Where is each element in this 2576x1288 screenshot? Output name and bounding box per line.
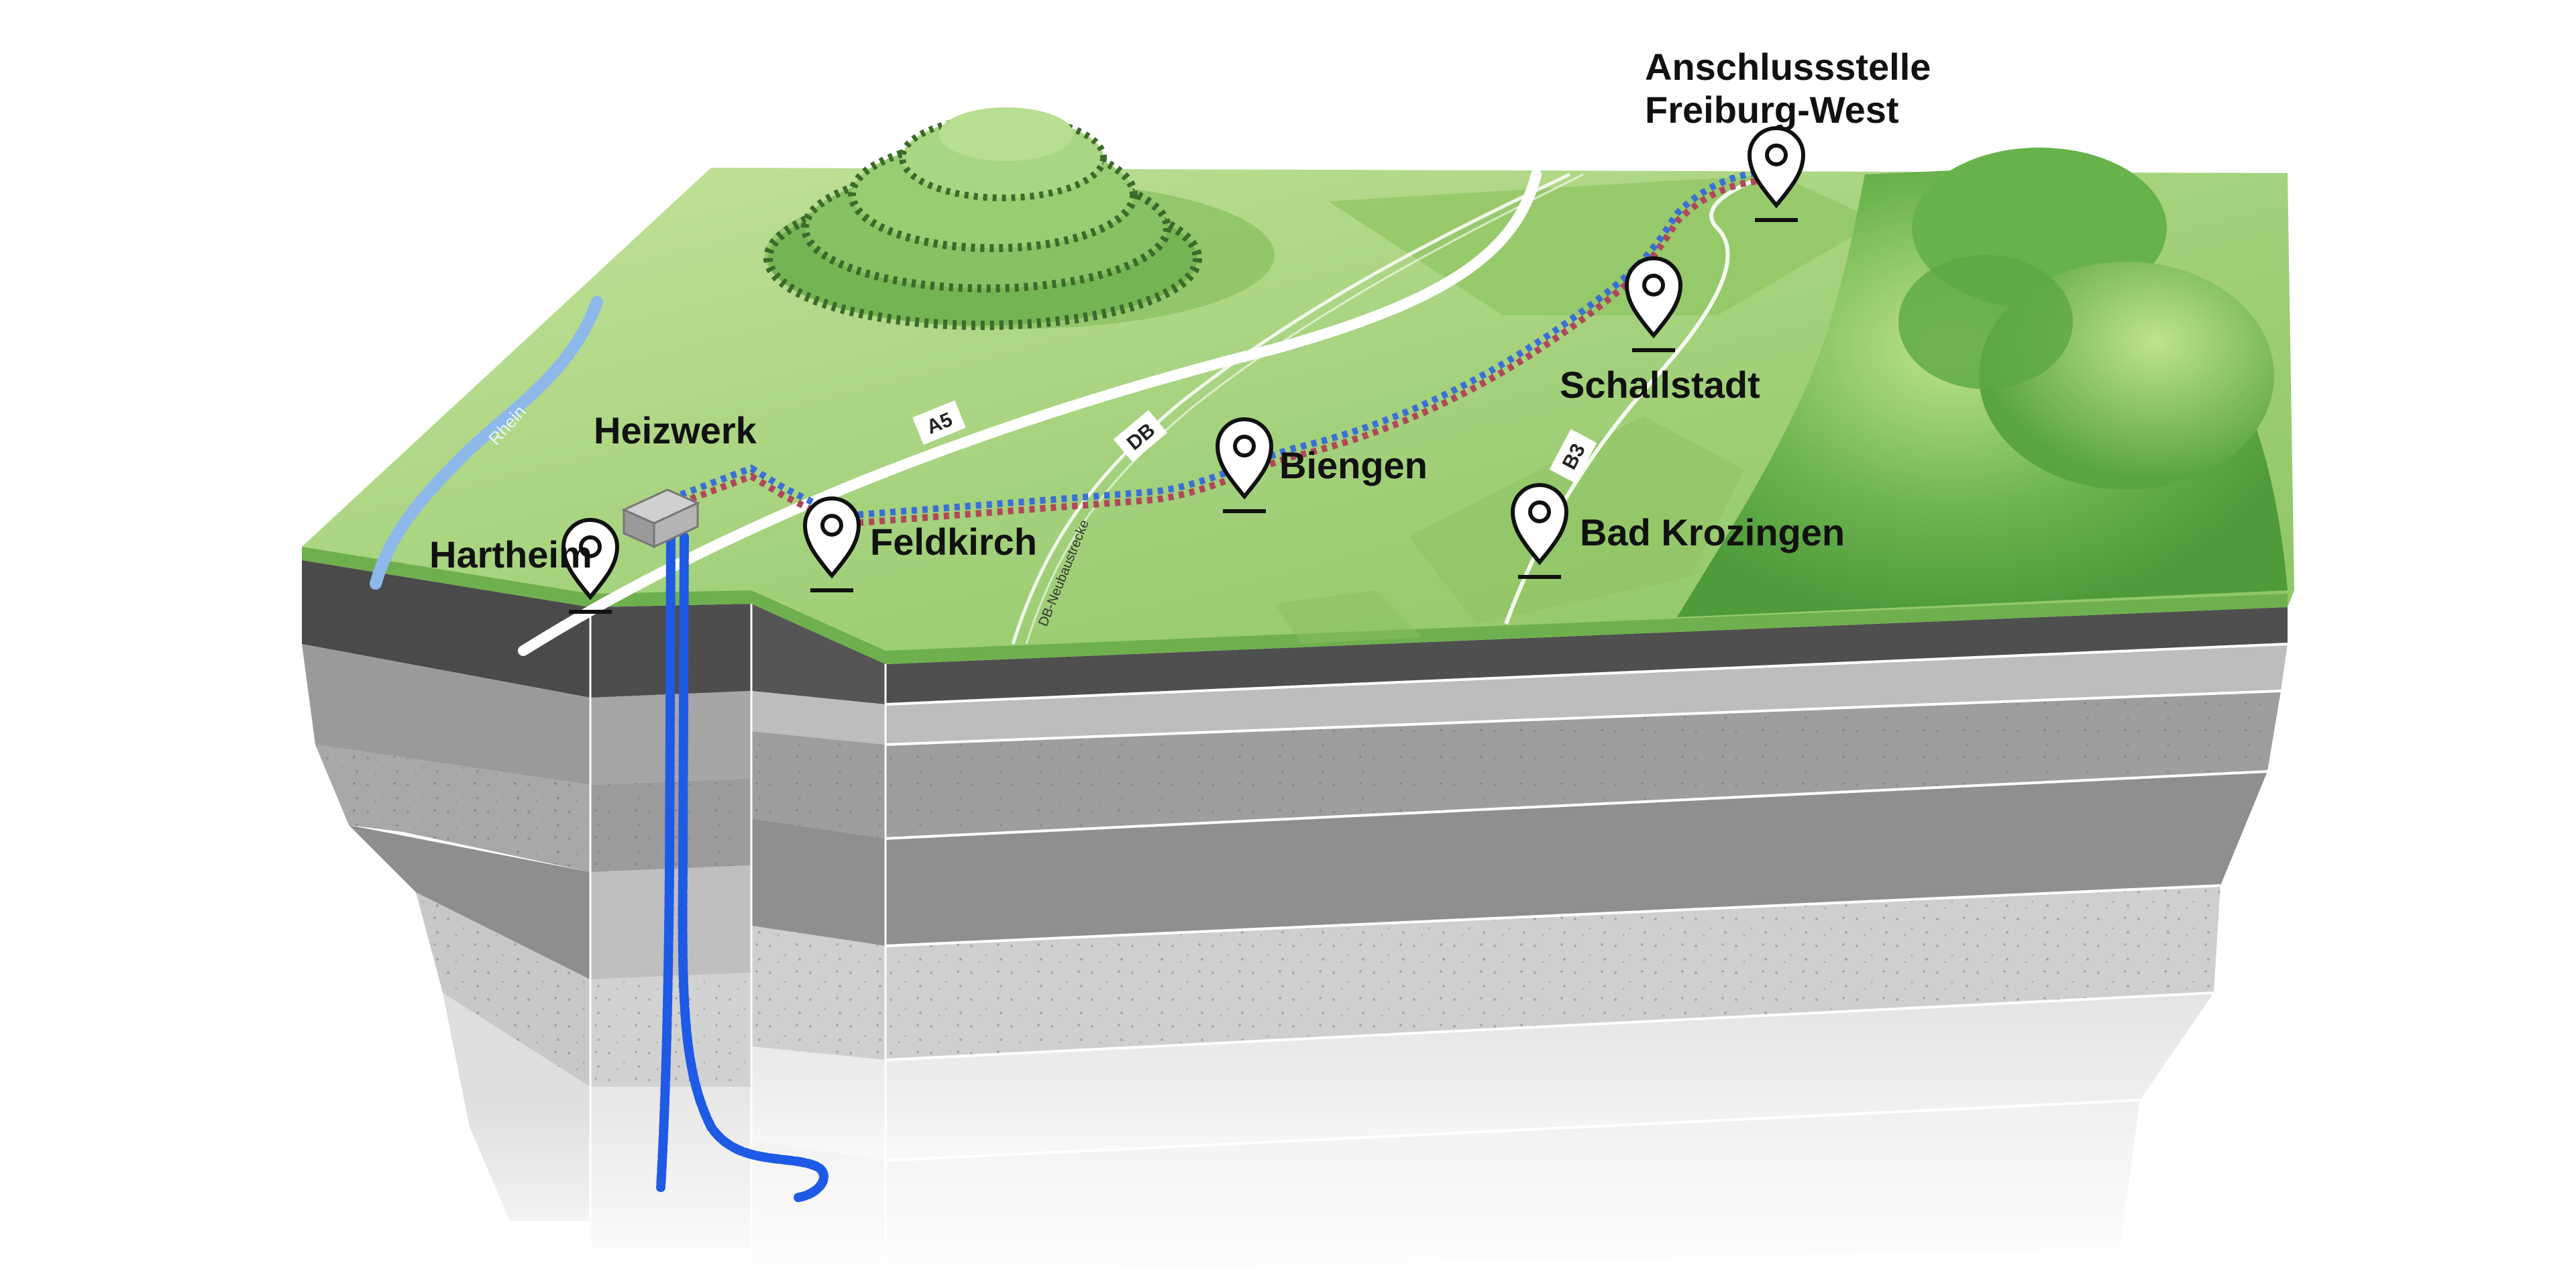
heating-pipeline — [669, 168, 1772, 527]
map-pin-icon[interactable] — [802, 496, 861, 592]
place-label-feldkirch: Feldkirch — [870, 521, 1037, 563]
place-label-bad-krozingen: Bad Krozingen — [1580, 511, 1845, 553]
anschluss-line-1: Anschlussstelle — [1645, 46, 1931, 88]
borehole — [656, 532, 828, 1202]
b3-sign — [1549, 429, 1597, 484]
anschluss-line-2: Freiburg-West — [1645, 89, 1899, 131]
place-label-anschlussstelle: Anschlussstelle Freiburg-West — [1645, 46, 1931, 131]
a5-sign — [912, 400, 966, 445]
place-label-biengen: Biengen — [1279, 444, 1428, 486]
place-label-heizwerk: Heizwerk — [594, 409, 757, 451]
map-pin-icon[interactable] — [1747, 126, 1806, 222]
plant-building-icon — [621, 488, 700, 549]
db-sign — [1113, 410, 1168, 462]
map-pin-icon[interactable] — [561, 518, 620, 614]
map-pin-icon[interactable] — [1624, 256, 1683, 352]
place-label-hartheim: Hartheim — [429, 533, 592, 576]
terraced-hill — [763, 107, 1275, 330]
map-pin-icon[interactable] — [1215, 417, 1274, 513]
road-a5: A5 — [518, 169, 1542, 656]
place-label-schallstadt: Schallstadt — [1560, 364, 1760, 406]
geological-block — [268, 560, 2314, 1288]
map-pin-icon[interactable] — [1510, 483, 1569, 579]
